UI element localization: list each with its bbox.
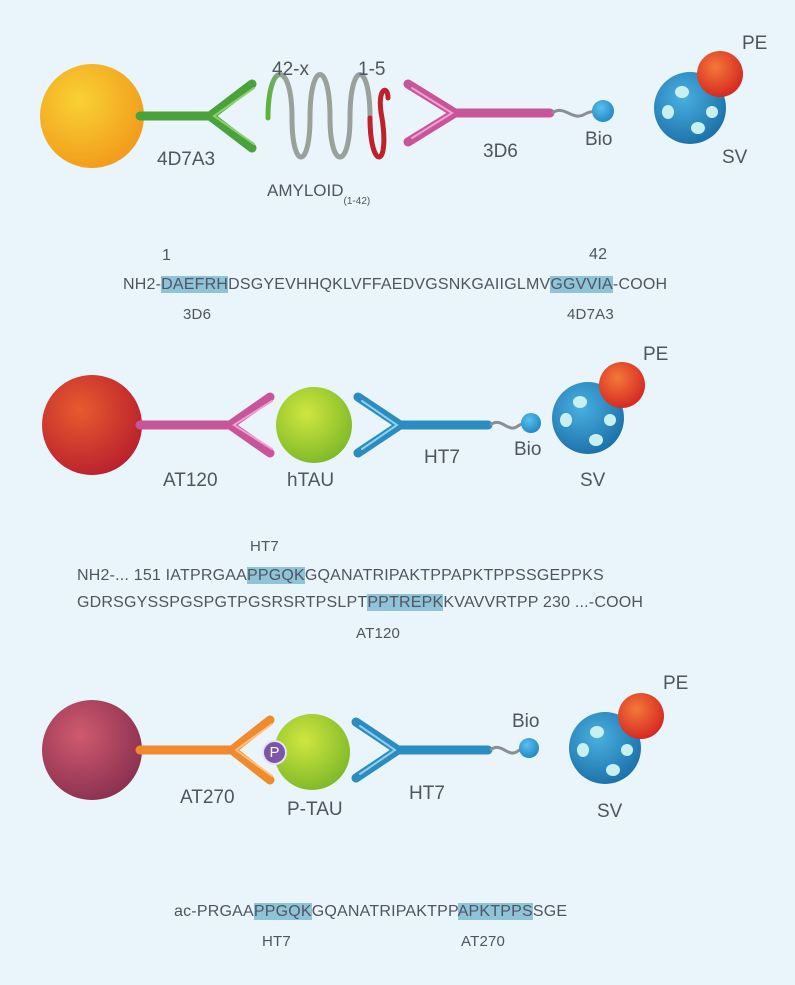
seq1-position-start: 1 [162, 247, 172, 264]
antibody-at270-icon [135, 715, 275, 785]
amyloid-subscript: (1-42) [343, 196, 371, 207]
panel3-assay [42, 693, 664, 800]
amyloid-label: AMYLOID(1-42) [267, 181, 371, 207]
tau-sequence-line1: NH2-... 151 IATPRGAAPPGQKGQANATRIPAKTPPA… [77, 567, 604, 584]
biotin-icon [521, 413, 541, 433]
pe-label: PE [643, 344, 669, 365]
antibody-at120-label: AT120 [163, 470, 218, 491]
seq2-label-ht7: HT7 [250, 538, 279, 555]
seq1-position-end: 42 [589, 246, 608, 263]
seq3-label-at270: AT270 [461, 933, 506, 950]
ptau-sequence: ac-PRGAAPPGQKGQANATRIPAKTPPAPKTPPSSGE [174, 903, 568, 920]
epitope-3d6: DAEFRH [161, 276, 229, 293]
capture-bead-2 [42, 375, 142, 475]
biotin-icon [519, 738, 539, 758]
biotin-linker-icon [489, 420, 527, 430]
seq3-label-ht7: HT7 [262, 933, 291, 950]
antibody-4d7a3-label: 4D7A3 [157, 149, 216, 170]
amyloid-peptide-icon [265, 72, 391, 160]
ptau-label: P-TAU [287, 799, 343, 820]
phycoerythrin-icon [697, 51, 743, 97]
sv-label: SV [722, 147, 748, 168]
phycoerythrin-icon [618, 693, 664, 739]
htau-protein-icon [276, 387, 352, 463]
phycoerythrin-icon [599, 362, 645, 408]
capture-bead-1 [40, 64, 144, 168]
htau-label: hTAU [287, 470, 335, 491]
sv-label: SV [580, 470, 606, 491]
panel2-assay [42, 362, 645, 475]
amyloid-sequence: NH2-DAEFRHDSGYEVHHQKLVFFAEDVGSNKGAIIGLMV… [123, 276, 668, 293]
c-terminal-label: 42-x [272, 59, 309, 80]
ptau-protein-icon [274, 714, 350, 790]
seq1-label-3d6: 3D6 [183, 306, 212, 323]
antibody-ht7-icon-1 [353, 392, 493, 458]
biotin-label: Bio [514, 439, 542, 460]
antibody-at120-icon [135, 392, 275, 458]
epitope-ht7: PPGQK [253, 903, 312, 920]
capture-bead-3 [42, 700, 142, 800]
epitope-at270: APKTPPS [457, 903, 533, 920]
antibody-4d7a3-icon [135, 79, 257, 153]
antibody-at270-label: AT270 [180, 787, 235, 808]
antibody-ht7-label-2: HT7 [409, 783, 445, 804]
seq1-label-4d7a3: 4D7A3 [567, 306, 614, 323]
antibody-3d6-label: 3D6 [483, 141, 518, 162]
panel1-assay [40, 51, 743, 168]
antibody-ht7-label-1: HT7 [424, 447, 460, 468]
antibody-ht7-icon-2 [351, 717, 493, 783]
seq2-label-at120: AT120 [356, 625, 401, 642]
n-terminal-label: 1-5 [358, 59, 386, 80]
tau-sequence-line2: GDRSGYSSPGSPGTPGSRSRTPSLPTPPTREPKKVAVVRT… [77, 594, 644, 611]
epitope-at120: PPTREPK [367, 594, 444, 611]
biotin-label: Bio [585, 129, 613, 150]
pe-label: PE [663, 673, 689, 694]
antibody-3d6-icon [403, 79, 555, 147]
phosphate-icon: P [262, 740, 287, 765]
epitope-ht7: PPGQK [246, 567, 305, 584]
sv-label: SV [597, 801, 623, 822]
biotin-linker-icon [551, 108, 599, 118]
pe-label: PE [742, 33, 768, 54]
epitope-4d7a3: GGVVIA [550, 276, 613, 293]
biotin-icon [592, 100, 614, 122]
biotin-label: Bio [512, 711, 540, 732]
